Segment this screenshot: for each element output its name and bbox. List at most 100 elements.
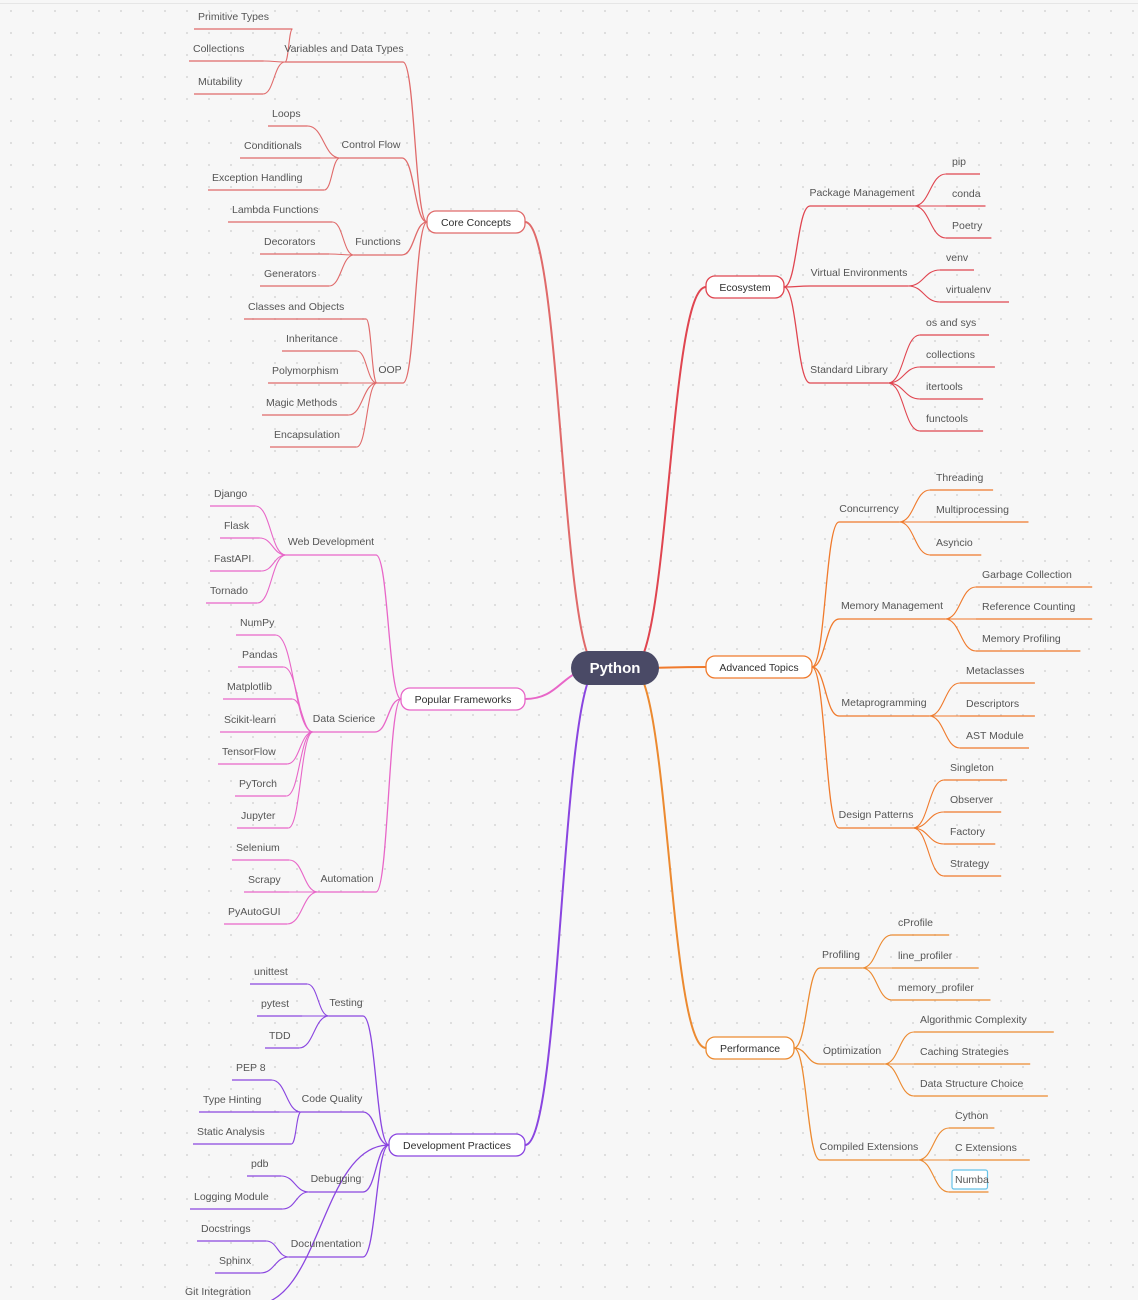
leaf-virtualenv[interactable]: virtualenv: [946, 284, 992, 296]
topic-debugging[interactable]: Debugging: [311, 1173, 362, 1185]
leaf-asyncio[interactable]: Asyncio: [936, 537, 973, 549]
branch-node-shape[interactable]: [705, 655, 813, 679]
topic-data-science[interactable]: Data Science: [313, 713, 376, 725]
leaf-pytorch[interactable]: PyTorch: [239, 778, 277, 790]
leaf-cprofile[interactable]: cProfile: [898, 917, 933, 929]
leaf-ast-module[interactable]: AST Module: [966, 730, 1024, 742]
branch-node-popular-frameworks[interactable]: Popular Frameworks: [400, 687, 526, 711]
leaf-pep-8[interactable]: PEP 8: [236, 1062, 266, 1074]
branch-node-label[interactable]: Performance: [720, 1043, 780, 1055]
leaf-conditionals[interactable]: Conditionals: [244, 140, 302, 152]
leaf-tensorflow[interactable]: TensorFlow: [222, 746, 276, 758]
topic-design-patterns[interactable]: Design Patterns: [839, 809, 914, 821]
leaf-docstrings[interactable]: Docstrings: [201, 1223, 251, 1235]
leaf-django[interactable]: Django: [214, 488, 247, 500]
leaf-exception-handling[interactable]: Exception Handling: [212, 172, 303, 184]
leaf-numba[interactable]: Numba: [955, 1174, 989, 1186]
branch-node-label[interactable]: Ecosystem: [719, 282, 771, 294]
leaf-collections[interactable]: collections: [926, 349, 975, 361]
leaf-sphinx[interactable]: Sphinx: [219, 1255, 252, 1267]
branch-node-advanced-topics[interactable]: Advanced Topics: [705, 655, 813, 679]
branch-node-shape[interactable]: [388, 1133, 526, 1157]
leaf-mutability[interactable]: Mutability: [198, 76, 243, 88]
branch-node-shape[interactable]: [426, 210, 526, 234]
leaf-classes-and-objects[interactable]: Classes and Objects: [248, 301, 344, 313]
topic-automation[interactable]: Automation: [320, 873, 373, 885]
leaf-pandas[interactable]: Pandas: [242, 649, 278, 661]
leaf-descriptors[interactable]: Descriptors: [966, 698, 1019, 710]
leaf-static-analysis[interactable]: Static Analysis: [197, 1126, 265, 1138]
topic-oop[interactable]: OOP: [378, 364, 401, 376]
topic-optimization[interactable]: Optimization: [823, 1045, 882, 1057]
root-node[interactable]: Python: [571, 651, 659, 685]
branch-node-ecosystem[interactable]: Ecosystem: [705, 275, 785, 299]
leaf-selenium[interactable]: Selenium: [236, 842, 280, 854]
topic-variables-and-data-types[interactable]: Variables and Data Types: [284, 43, 403, 55]
leaf-pytest[interactable]: pytest: [261, 998, 289, 1010]
leaf-flask[interactable]: Flask: [224, 520, 250, 532]
leaf-memory-profiler[interactable]: memory_profiler: [898, 982, 974, 994]
leaf-pdb[interactable]: pdb: [251, 1158, 269, 1170]
leaf-magic-methods[interactable]: Magic Methods: [266, 397, 337, 409]
leaf-memory-profiling[interactable]: Memory Profiling: [982, 633, 1061, 645]
leaf-algorithmic-complexity[interactable]: Algorithmic Complexity: [920, 1014, 1028, 1026]
branch-node-core-concepts[interactable]: Core Concepts: [426, 210, 526, 234]
topic-documentation[interactable]: Documentation: [291, 1238, 362, 1250]
leaf-tornado[interactable]: Tornado: [210, 585, 248, 597]
leaf-c-extensions[interactable]: C Extensions: [955, 1142, 1017, 1154]
topic-testing[interactable]: Testing: [329, 997, 362, 1009]
leaf-observer[interactable]: Observer: [950, 794, 994, 806]
leaf-polymorphism[interactable]: Polymorphism: [272, 365, 339, 377]
branch-node-label[interactable]: Core Concepts: [441, 217, 511, 229]
root-node-shape[interactable]: [571, 651, 659, 685]
branch-node-performance[interactable]: Performance: [705, 1036, 795, 1060]
root-node-label[interactable]: Python: [590, 660, 641, 677]
leaf-inheritance[interactable]: Inheritance: [286, 333, 338, 345]
leaf-type-hinting[interactable]: Type Hinting: [203, 1094, 262, 1106]
leaf-scikit-learn[interactable]: Scikit-learn: [224, 714, 276, 726]
leaf-caching-strategies[interactable]: Caching Strategies: [920, 1046, 1009, 1058]
branch-node-shape[interactable]: [705, 1036, 795, 1060]
branch-node-shape[interactable]: [705, 275, 785, 299]
leaf-collections[interactable]: Collections: [193, 43, 244, 55]
leaf-strategy[interactable]: Strategy: [950, 858, 990, 870]
leaf-garbage-collection[interactable]: Garbage Collection: [982, 569, 1072, 581]
leaf-unittest[interactable]: unittest: [254, 966, 288, 978]
topic-git-integration[interactable]: Git Integration: [185, 1286, 251, 1298]
leaf-numpy[interactable]: NumPy: [240, 617, 275, 629]
leaf-pyautogui[interactable]: PyAutoGUI: [228, 906, 281, 918]
topic-package-management[interactable]: Package Management: [809, 187, 914, 199]
branch-node-label[interactable]: Advanced Topics: [719, 662, 798, 674]
topic-memory-management[interactable]: Memory Management: [841, 600, 943, 612]
topic-control-flow[interactable]: Control Flow: [342, 139, 401, 151]
leaf-loops[interactable]: Loops: [272, 108, 301, 120]
leaf-os-and-sys[interactable]: os and sys: [926, 317, 976, 329]
leaf-encapsulation[interactable]: Encapsulation: [274, 429, 340, 441]
leaf-reference-counting[interactable]: Reference Counting: [982, 601, 1076, 613]
leaf-jupyter[interactable]: Jupyter: [241, 810, 276, 822]
leaf-conda[interactable]: conda: [952, 188, 981, 200]
topic-web-development[interactable]: Web Development: [288, 536, 374, 548]
leaf-lambda-functions[interactable]: Lambda Functions: [232, 204, 318, 216]
leaf-matplotlib[interactable]: Matplotlib: [227, 681, 272, 693]
leaf-line-profiler[interactable]: line_profiler: [898, 950, 953, 962]
leaf-primitive-types[interactable]: Primitive Types: [198, 11, 269, 23]
leaf-itertools[interactable]: itertools: [926, 381, 963, 393]
topic-functions[interactable]: Functions: [355, 236, 401, 248]
leaf-functools[interactable]: functools: [926, 413, 968, 425]
leaf-multiprocessing[interactable]: Multiprocessing: [936, 504, 1009, 516]
leaf-cython[interactable]: Cython: [955, 1110, 988, 1122]
leaf-tdd[interactable]: TDD: [269, 1030, 291, 1042]
selected-node-highlight[interactable]: [951, 1169, 989, 1190]
leaf-pip[interactable]: pip: [952, 156, 966, 168]
leaf-decorators[interactable]: Decorators: [264, 236, 315, 248]
leaf-fastapi[interactable]: FastAPI: [214, 553, 251, 565]
leaf-singleton[interactable]: Singleton: [950, 762, 994, 774]
topic-virtual-environments[interactable]: Virtual Environments: [811, 267, 908, 279]
leaf-scrapy[interactable]: Scrapy: [248, 874, 281, 886]
branch-node-label[interactable]: Popular Frameworks: [415, 694, 512, 706]
leaf-generators[interactable]: Generators: [264, 268, 317, 280]
leaf-data-structure-choice[interactable]: Data Structure Choice: [920, 1078, 1023, 1090]
leaf-factory[interactable]: Factory: [950, 826, 986, 838]
